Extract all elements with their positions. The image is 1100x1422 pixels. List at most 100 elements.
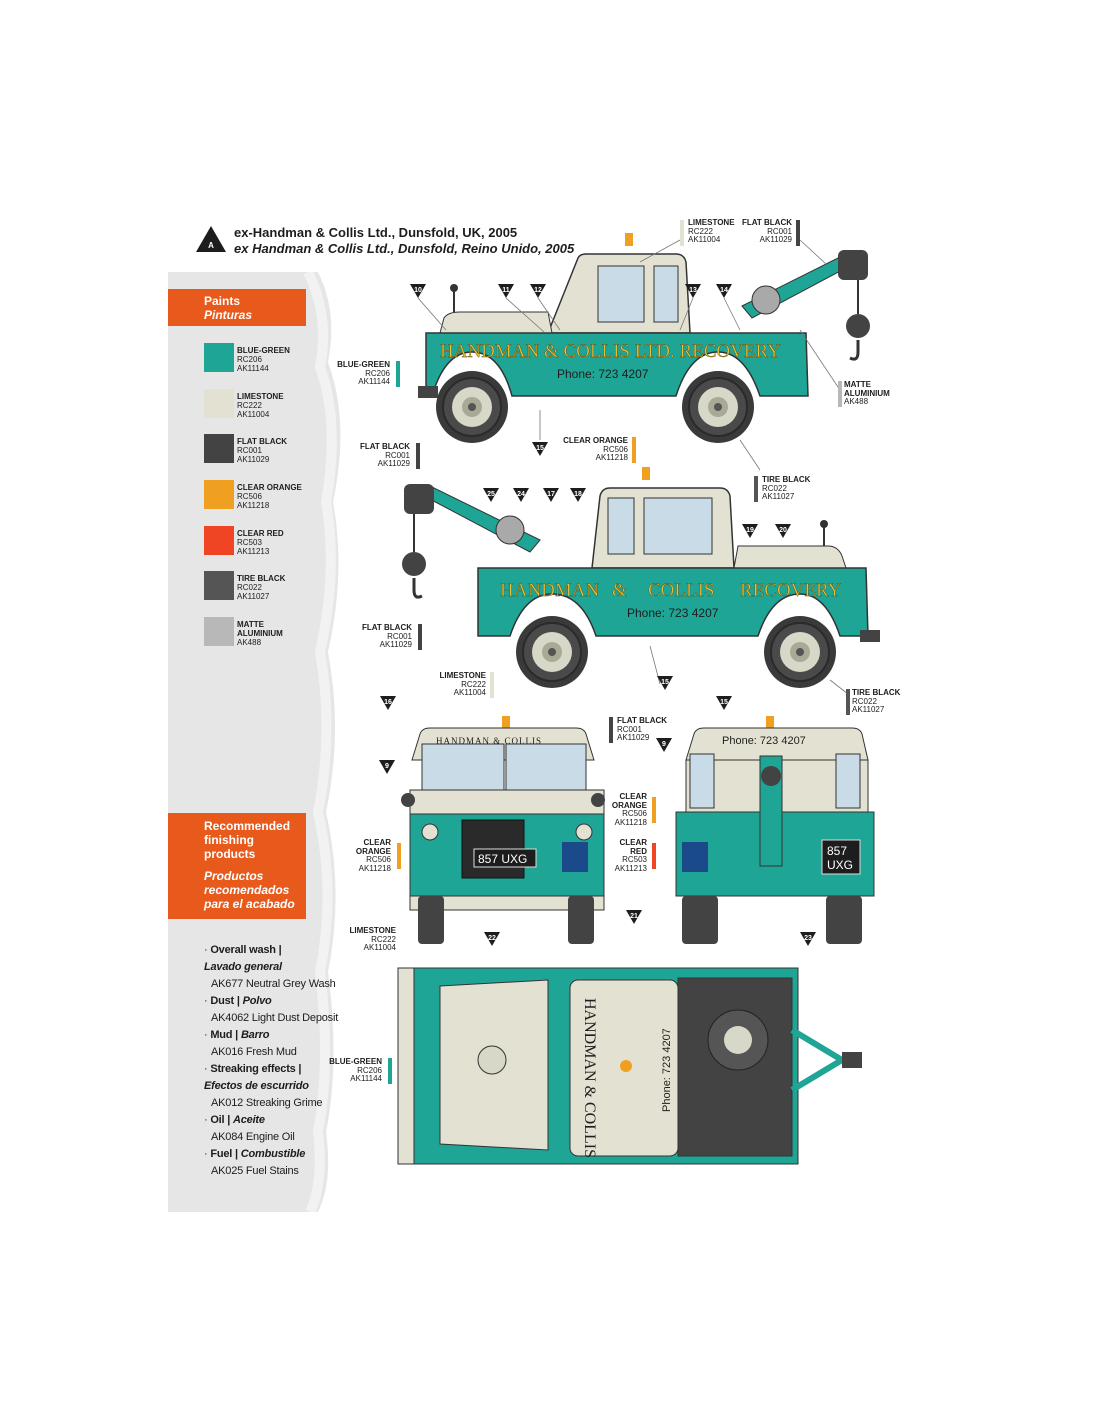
side-lettering: HANDMAN <box>500 580 600 601</box>
top-view: HANDMAN & COLLIS Phone: 723 4207 <box>397 967 862 1165</box>
marker-14: 14 <box>716 284 732 298</box>
swatch-ak-code: AK488 <box>237 638 262 647</box>
swatch-ak-code: AK11029 <box>237 455 270 464</box>
svg-text:22: 22 <box>488 935 496 942</box>
profile-marker-triangle: A <box>196 226 226 252</box>
svg-text:24: 24 <box>517 491 525 498</box>
marker-21: 21 <box>626 910 642 924</box>
side-view-right: HANDMAN & COLLIS RECOVERY Phone: 723 420… <box>402 467 880 689</box>
numbered-markers: 10 11 12 13 14 15 25 24 17 18 19 20 15 1… <box>379 284 816 946</box>
finishing-item: · Overall wash | <box>204 944 282 956</box>
marker-9: 9 <box>656 738 672 752</box>
marker-11: 11 <box>498 284 514 298</box>
swatch-tire-black <box>204 571 234 600</box>
svg-text:18: 18 <box>574 491 582 498</box>
svg-text:13: 13 <box>689 287 697 294</box>
finishing-panel-title: Recommended finishing products Productos… <box>168 813 306 919</box>
finishing-title-line: products <box>204 847 256 861</box>
callout-color-bar <box>418 624 422 650</box>
callout-color-bar <box>652 797 656 823</box>
swatch-limestone <box>204 389 234 418</box>
callout-color-bar <box>609 717 613 743</box>
finishing-title-spanish-line: Productos <box>204 869 264 883</box>
finishing-product: AK012 Streaking Grime <box>211 1097 323 1109</box>
paints-title: Paints <box>204 294 241 308</box>
leader-lines <box>417 239 849 695</box>
finishing-product: AK084 Engine Oil <box>211 1131 295 1143</box>
finishing-title-line: Recommended <box>204 819 291 833</box>
svg-text:12: 12 <box>534 287 542 294</box>
callout-color-bar <box>490 672 494 698</box>
top-phone: Phone: 723 4207 <box>661 1028 673 1112</box>
finishing-item: · Oil | Aceite <box>204 1114 265 1126</box>
swatch-rc-code: RC001 <box>237 446 262 455</box>
svg-text:21: 21 <box>630 913 638 920</box>
callout-color-bar <box>388 1058 392 1084</box>
marker-9: 9 <box>379 760 395 774</box>
svg-text:14: 14 <box>720 287 728 294</box>
rear-plate-line1: 857 <box>827 844 847 858</box>
marker-18: 18 <box>570 488 586 502</box>
swatch-name: MATTE <box>237 620 264 629</box>
marker-16: 16 <box>380 696 396 710</box>
swatch-ak-code: AK11213 <box>237 547 270 556</box>
marker-19: 19 <box>742 524 758 538</box>
marker-10: 10 <box>410 284 426 298</box>
front-view: HANDMAN & COLLIS 857 UXG <box>401 716 605 944</box>
swatch-clear-orange <box>204 480 234 509</box>
svg-text:9: 9 <box>385 763 389 770</box>
finishing-title-spanish-line: para el acabado <box>204 897 295 911</box>
rear-view: Phone: 723 4207 857 UXG <box>675 716 875 944</box>
callout-color-bar <box>652 843 656 869</box>
rear-phone: Phone: 723 4207 <box>722 735 806 747</box>
swatch-flat-black <box>204 434 234 463</box>
side-view-left: HANDMAN & COLLIS LTD. RECOVERY Phone: 72… <box>418 233 870 444</box>
svg-text:19: 19 <box>746 527 754 534</box>
swatch-name: CLEAR ORANGE <box>237 483 302 492</box>
swatch-rc-code: RC503 <box>237 538 262 547</box>
finishing-product: AK677 Neutral Grey Wash <box>211 978 336 990</box>
side-lettering: HANDMAN & COLLIS LTD. RECOVERY <box>440 341 781 362</box>
finishing-product: AK025 Fuel Stains <box>211 1165 299 1177</box>
swatch-name: BLUE-GREEN <box>237 346 290 355</box>
front-plate: 857 UXG <box>478 852 527 866</box>
side-phone: Phone: 723 4207 <box>627 606 719 620</box>
finishing-product: AK4062 Light Dust Deposit <box>211 1012 339 1024</box>
callout-color-bar <box>632 437 636 463</box>
paints-title-spanish: Pinturas <box>204 308 253 322</box>
marker-15: 15 <box>532 442 548 456</box>
marker-15: 15 <box>657 676 673 690</box>
marker-12: 12 <box>530 284 546 298</box>
finishing-product: AK016 Fresh Mud <box>211 1046 297 1058</box>
swatch-name-line2: ALUMINIUM <box>237 629 283 638</box>
side-lettering: COLLIS <box>648 580 715 601</box>
rear-plate-line2: UXG <box>827 858 853 872</box>
svg-text:17: 17 <box>547 491 555 498</box>
callout-color-bar <box>397 843 401 869</box>
finishing-products-list: · Overall wash | Lavado general AK677 Ne… <box>204 942 338 1180</box>
swatch-rc-code: RC506 <box>237 492 262 501</box>
front-banner: HANDMAN & COLLIS <box>436 736 542 746</box>
finishing-title-line: finishing <box>204 833 254 847</box>
finishing-title-spanish-line: recomendados <box>204 883 290 897</box>
finishing-item: · Fuel | Combustible <box>204 1148 306 1160</box>
svg-text:20: 20 <box>779 527 787 534</box>
side-phone: Phone: 723 4207 <box>557 367 649 381</box>
swatch-ak-code: AK11144 <box>237 364 269 373</box>
callout-color-bar <box>796 220 800 246</box>
callout-color-bar <box>846 689 850 715</box>
swatch-blue-green <box>204 343 234 372</box>
svg-text:16: 16 <box>384 699 392 706</box>
